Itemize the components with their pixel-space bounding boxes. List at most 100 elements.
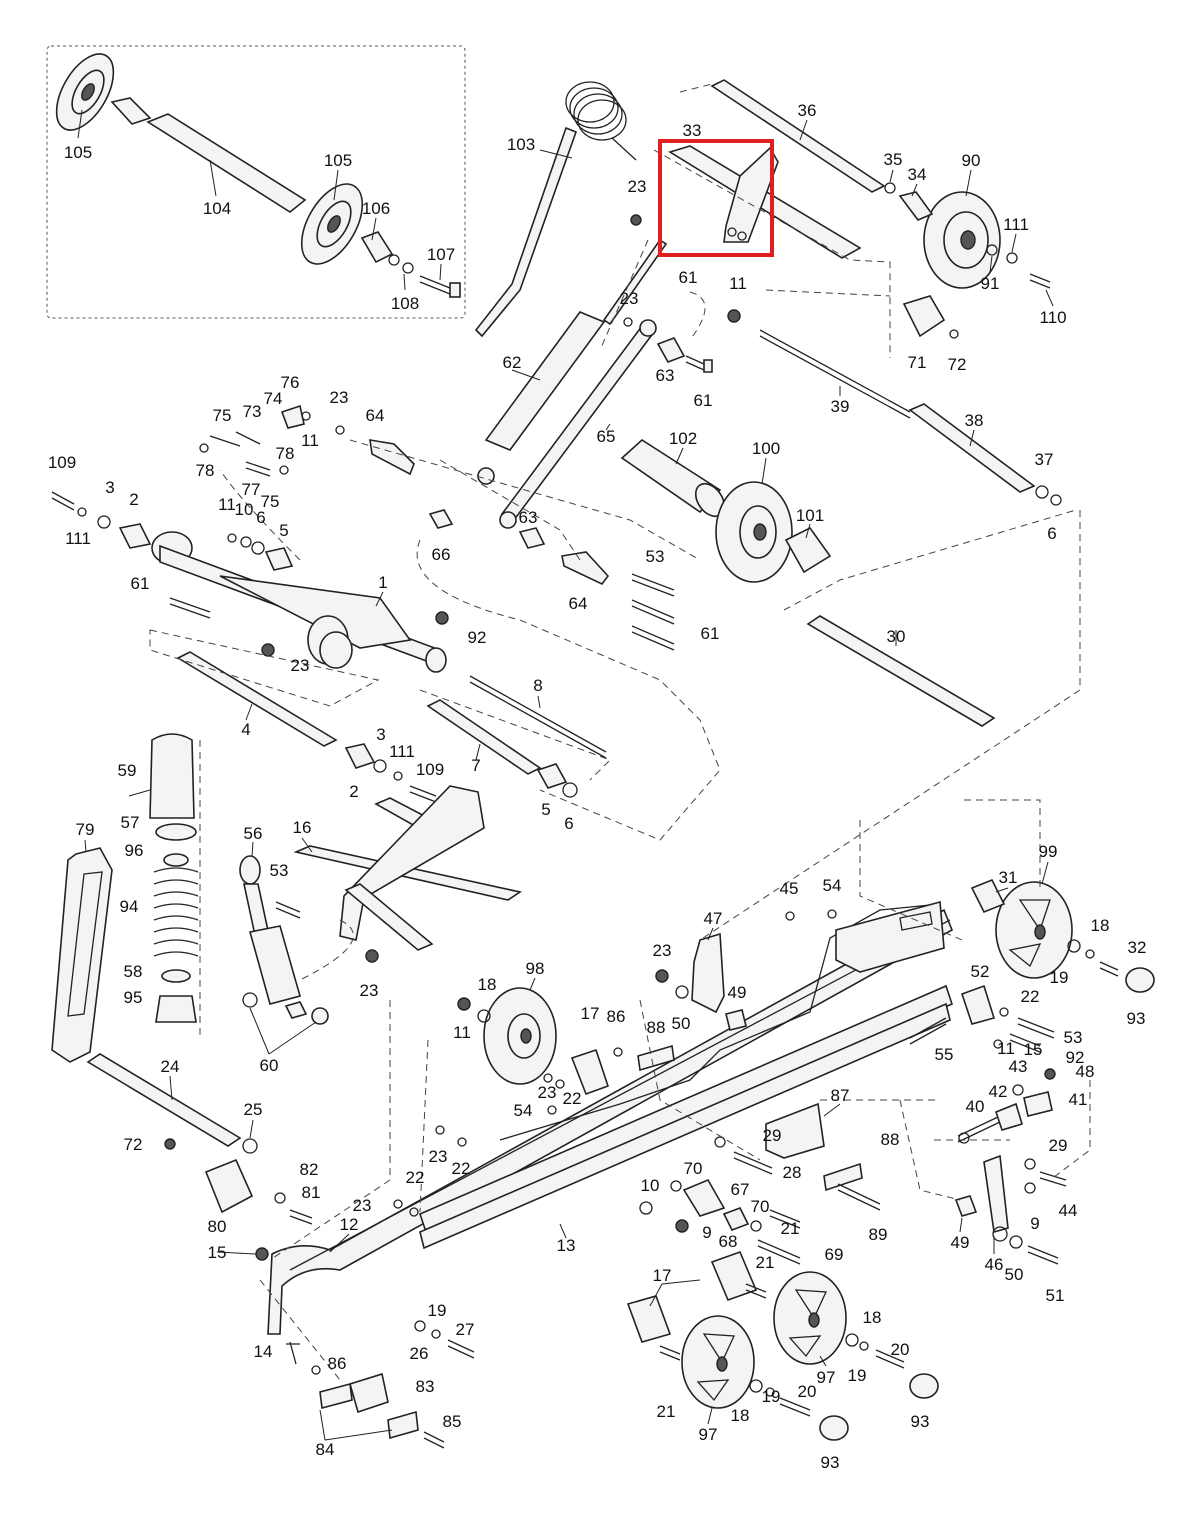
- callout-label-32: 32: [1128, 938, 1147, 957]
- callout-label-97: 97: [817, 1368, 836, 1387]
- slide-rail-12: [267, 908, 954, 1335]
- callout-label-18: 18: [731, 1406, 750, 1425]
- callout-label-59: 59: [118, 761, 137, 780]
- callout-label-55: 55: [935, 1045, 954, 1064]
- callout-label-23: 23: [628, 177, 647, 196]
- callout-label-15: 15: [1024, 1040, 1043, 1059]
- callout-label-9: 9: [702, 1223, 711, 1242]
- bracket-87: [765, 1102, 825, 1159]
- callout-label-104: 104: [203, 199, 231, 218]
- callout-label-61: 61: [679, 268, 698, 287]
- callout-label-23: 23: [538, 1083, 557, 1102]
- callout-label-53: 53: [1064, 1028, 1083, 1047]
- callout-label-89: 89: [869, 1225, 888, 1244]
- callout-label-3: 3: [105, 478, 114, 497]
- callout-label-11: 11: [997, 1039, 1015, 1058]
- idler-wheel-98: [483, 987, 557, 1085]
- callout-label-42: 42: [989, 1082, 1008, 1101]
- callout-label-64: 64: [366, 406, 385, 425]
- callout-label-110: 110: [1039, 308, 1066, 327]
- callout-label-91: 91: [981, 274, 1000, 293]
- callout-label-20: 20: [798, 1382, 817, 1401]
- callout-label-62: 62: [503, 353, 522, 372]
- callout-label-13: 13: [557, 1236, 576, 1255]
- callout-label-4: 4: [241, 720, 250, 739]
- callout-label-17: 17: [581, 1004, 600, 1023]
- callout-label-18: 18: [863, 1308, 882, 1327]
- callout-label-19: 19: [848, 1366, 867, 1385]
- leader-lines: [77, 109, 1054, 1441]
- callout-label-49: 49: [951, 1233, 970, 1252]
- wheel-97-lower: [681, 1315, 755, 1409]
- shaft-4: [176, 651, 338, 747]
- front-arm-16: [293, 785, 523, 963]
- callout-label-108: 108: [391, 294, 419, 313]
- callout-label-2: 2: [129, 490, 138, 509]
- callout-label-11: 11: [301, 431, 319, 450]
- callout-label-109: 109: [48, 453, 76, 472]
- callout-label-26: 26: [410, 1344, 429, 1363]
- callout-label-75: 75: [261, 492, 280, 511]
- callout-label-78: 78: [276, 444, 295, 463]
- callout-label-23: 23: [429, 1147, 448, 1166]
- callout-label-11: 11: [453, 1023, 471, 1042]
- assembly-dashed-lines: [149, 83, 1091, 1381]
- callout-labels: 1051041051061071081033336353490111911102…: [48, 101, 1147, 1472]
- callout-label-93: 93: [821, 1453, 840, 1472]
- callout-label-47: 47: [704, 909, 723, 928]
- callout-label-87: 87: [831, 1086, 850, 1105]
- callout-label-50: 50: [1005, 1265, 1024, 1284]
- inset-idler-wheel-assembly: [55, 53, 461, 298]
- callout-label-98: 98: [526, 959, 545, 978]
- shaft-7: [426, 699, 542, 775]
- callout-label-72: 72: [948, 355, 967, 374]
- callout-label-90: 90: [962, 151, 981, 170]
- callout-label-40: 40: [966, 1097, 985, 1116]
- callout-label-10: 10: [641, 1176, 660, 1195]
- callout-label-51: 51: [1046, 1286, 1065, 1305]
- callout-label-107: 107: [427, 245, 455, 264]
- callout-label-63: 63: [519, 508, 538, 527]
- callout-label-105: 105: [64, 143, 92, 162]
- callout-label-11: 11: [218, 495, 236, 514]
- callout-label-111: 111: [65, 529, 91, 548]
- callout-label-39: 39: [831, 397, 850, 416]
- callout-label-79: 79: [76, 820, 95, 839]
- callout-label-86: 86: [328, 1354, 347, 1373]
- callout-label-111: 111: [1003, 215, 1029, 234]
- idler-wheel-left: [55, 53, 115, 131]
- callout-label-67: 67: [731, 1180, 750, 1199]
- callout-label-18: 18: [1091, 916, 1110, 935]
- callout-label-97: 97: [699, 1425, 718, 1444]
- callout-label-44: 44: [1059, 1201, 1078, 1220]
- lever-79: [51, 847, 113, 1063]
- shaft-36: [710, 79, 886, 193]
- callout-label-36: 36: [798, 101, 817, 120]
- callout-label-14: 14: [254, 1342, 273, 1361]
- callout-label-33: 33: [683, 121, 702, 140]
- callout-label-29: 29: [1049, 1136, 1068, 1155]
- callout-label-70: 70: [684, 1159, 703, 1178]
- callout-label-61: 61: [131, 574, 150, 593]
- callout-label-35: 35: [884, 150, 903, 169]
- idler-wheel-right: [300, 183, 364, 265]
- idler-wheel-100: [715, 481, 793, 583]
- callout-label-73: 73: [243, 402, 262, 421]
- callout-label-54: 54: [823, 876, 842, 895]
- callout-label-82: 82: [300, 1160, 319, 1179]
- callout-label-41: 41: [1069, 1090, 1088, 1109]
- callout-label-52: 52: [971, 962, 990, 981]
- callout-label-57: 57: [121, 813, 140, 832]
- callout-label-77: 77: [242, 480, 261, 499]
- callout-label-29: 29: [763, 1126, 782, 1145]
- shock-absorber-56: [239, 855, 308, 1019]
- callout-label-6: 6: [564, 814, 573, 833]
- callout-label-99: 99: [1039, 842, 1058, 861]
- callout-label-66: 66: [432, 545, 451, 564]
- wheel-99: [995, 881, 1073, 979]
- callout-label-11: 11: [729, 274, 747, 293]
- callout-label-88: 88: [647, 1018, 666, 1037]
- callout-label-105: 105: [324, 151, 352, 170]
- callout-label-23: 23: [330, 388, 349, 407]
